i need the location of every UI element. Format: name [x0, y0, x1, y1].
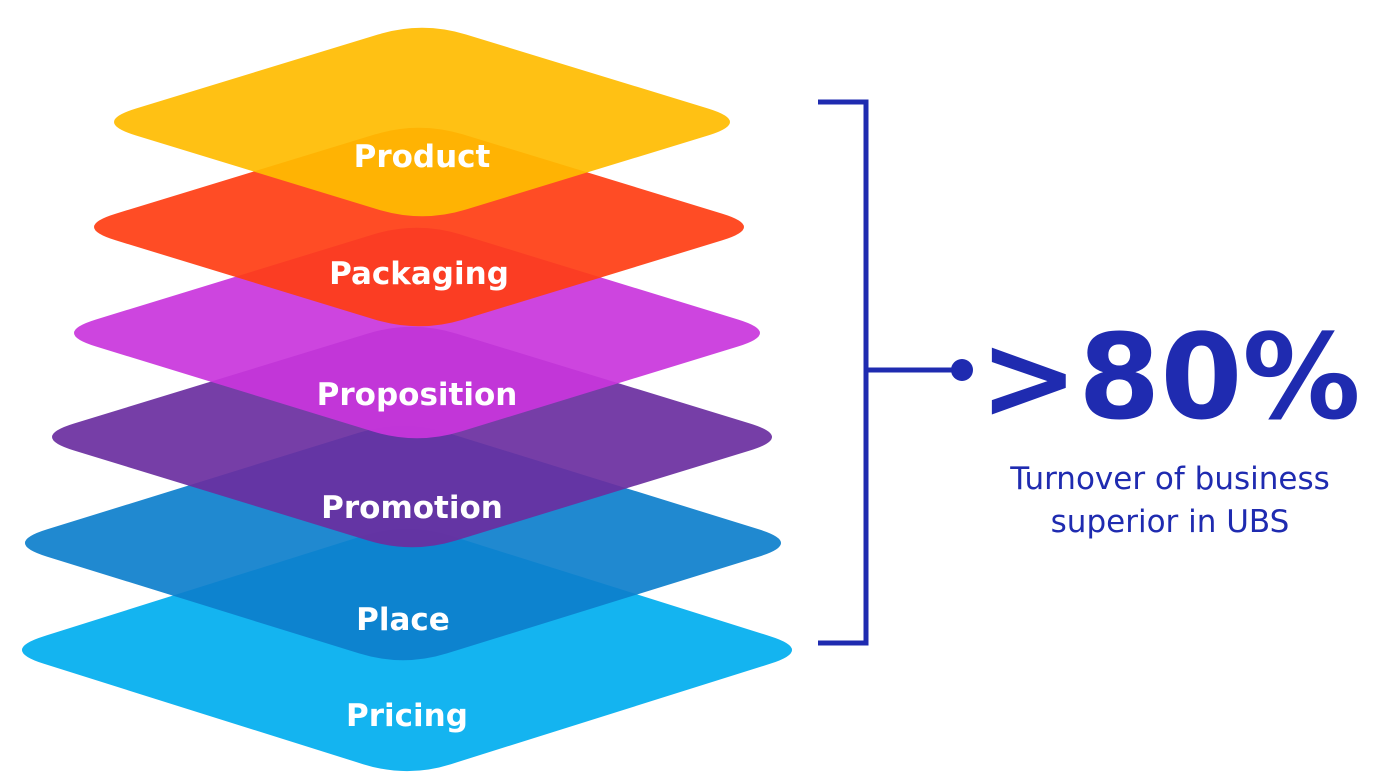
- layer-product: [114, 27, 730, 217]
- connector-dot: [951, 359, 973, 381]
- layer-label-product: Product: [354, 139, 491, 175]
- layer-label-promotion: Promotion: [321, 490, 503, 526]
- layers-group: [21, 27, 793, 772]
- layer-label-proposition: Proposition: [317, 377, 518, 413]
- layer-label-pricing: Pricing: [346, 698, 468, 734]
- layer-packaging: [94, 127, 744, 327]
- stat-caption-line-2: superior in UBS: [1051, 504, 1290, 540]
- stat-caption-line-1: Turnover of business: [1009, 461, 1330, 497]
- stat-value: >80%: [979, 308, 1360, 446]
- bracket: [818, 99, 869, 646]
- labels-group: Pricing Place Promotion Proposition Packagin…: [317, 139, 518, 734]
- layer-label-place: Place: [356, 602, 450, 638]
- layer-label-packaging: Packaging: [329, 256, 509, 292]
